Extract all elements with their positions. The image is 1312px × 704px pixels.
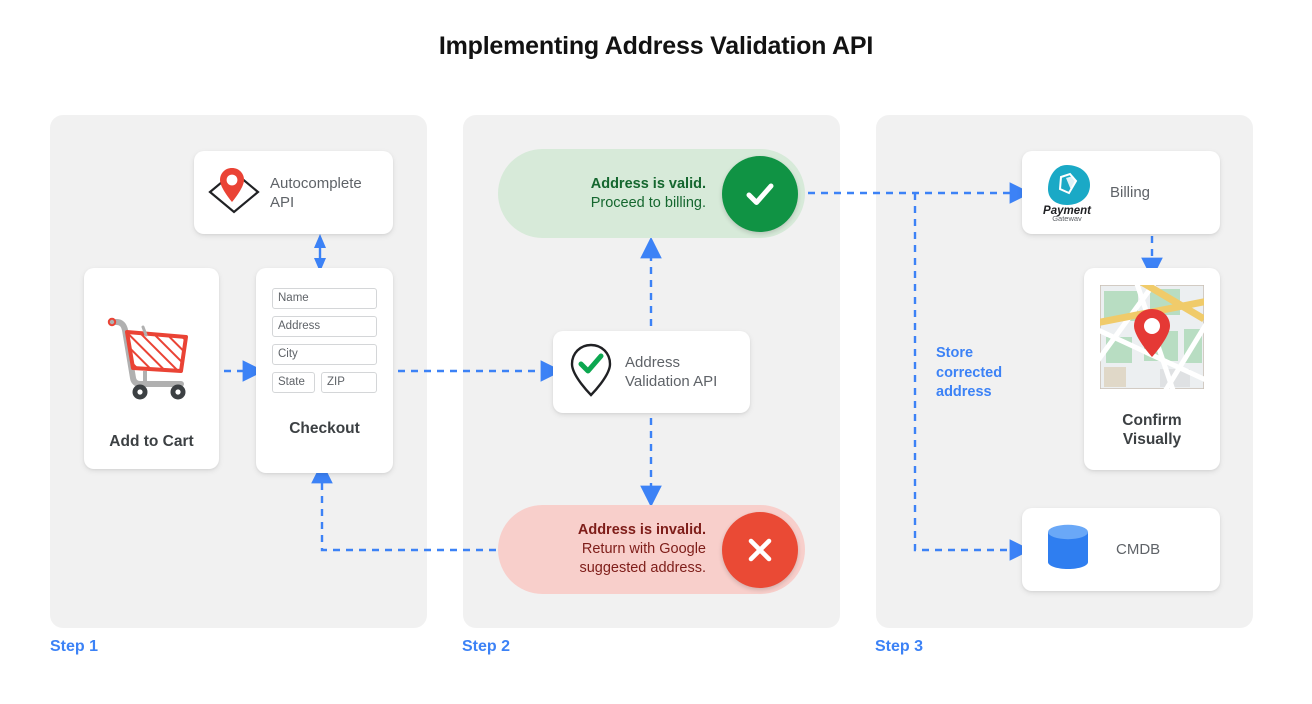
autocomplete-api-label: Autocomplete API [270,174,362,211]
checkout-label: Checkout [289,420,360,437]
address-validation-api-label: Address Validation API [625,354,718,390]
map-pin-check-icon [567,342,615,403]
checkout-card[interactable]: Name Address City State ZIP Checkout [256,268,393,473]
step-3-label: Step 3 [875,638,924,655]
confirm-visually-label: Confirm Visually [1122,412,1182,448]
address-invalid-line3: suggested address. [579,560,706,576]
step-2-label: Step 2 [462,638,511,655]
map-pin-diamond-icon [206,164,262,221]
database-cylinder-icon [1044,521,1096,578]
page-title: Implementing Address Validation API [438,32,874,60]
map-thumbnail-icon [1093,277,1211,395]
autocomplete-api-card[interactable]: Autocomplete API [194,151,393,234]
state-zip-row: State ZIP [272,372,377,393]
payment-gateway-logo-icon: Payment Gateway [1036,159,1098,226]
add-to-cart-label: Add to Cart [109,432,194,450]
zip-field[interactable]: ZIP [321,372,377,393]
city-field[interactable]: City [272,344,377,365]
billing-card[interactable]: Payment Gateway Billing [1022,151,1220,234]
add-to-cart-card[interactable]: Add to Cart [84,268,219,469]
address-field[interactable]: Address [272,316,377,337]
cmdb-card[interactable]: CMDB [1022,508,1220,591]
address-validation-api-card[interactable]: Address Validation API [553,331,750,413]
address-valid-line1: Address is valid. [590,175,706,192]
check-circle-icon [722,155,798,232]
confirm-visually-card[interactable]: Confirm Visually [1084,268,1220,470]
name-field[interactable]: Name [272,288,377,309]
billing-label: Billing [1110,184,1151,201]
address-valid-line2: Proceed to billing. [590,194,706,211]
svg-text:Payment: Payment [1043,205,1092,217]
state-field[interactable]: State [272,372,315,393]
address-invalid-text: Address is invalid. Return with Google s… [578,521,722,578]
address-invalid-pill: Address is invalid. Return with Google s… [498,505,805,594]
shopping-cart-icon [102,309,202,410]
store-corrected-address-note: Store corrected address [936,345,1003,400]
address-invalid-line1: Address is invalid. [577,522,706,538]
x-circle-icon [722,511,798,588]
address-valid-text: Address is valid. Proceed to billing. [591,175,722,213]
address-invalid-line2: Return with Google [581,541,706,557]
address-valid-pill: Address is valid. Proceed to billing. [498,149,805,238]
step-1-label: Step 1 [50,638,99,655]
cmdb-label: CMDB [1116,541,1161,558]
svg-text:Gateway: Gateway [1052,214,1082,221]
